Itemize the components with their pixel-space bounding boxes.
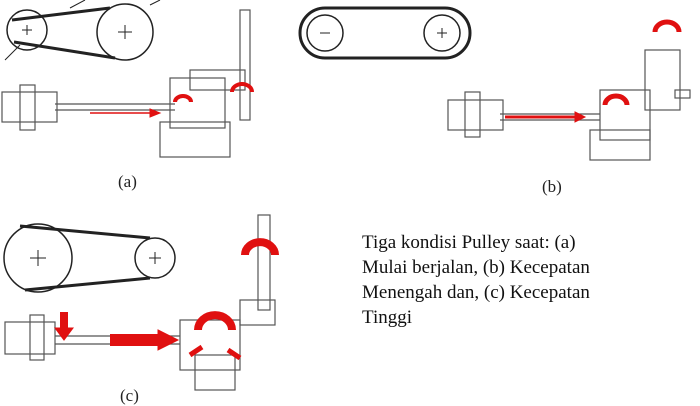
pulley-pair-c — [3, 223, 176, 293]
caption-line: Tiga kondisi Pulley saat: (a) — [362, 232, 576, 253]
label-a: (a) — [118, 172, 137, 191]
rotation-arrow-icon — [241, 238, 279, 256]
figure-caption: Tiga kondisi Pulley saat: (a) Mulai berj… — [362, 230, 590, 330]
caption-line: Menengah dan, (c) Kecepatan — [362, 282, 590, 303]
rotation-arrow-icon — [652, 19, 682, 33]
label-b: (b) — [542, 177, 562, 196]
pulley-pair-b — [298, 6, 472, 60]
rotation-arrow-icon — [173, 94, 193, 103]
caption-line: Mulai berjalan, (b) Kecepatan — [362, 257, 590, 278]
motion-arrows — [54, 19, 682, 361]
caption-line: Tinggi — [362, 307, 412, 328]
pulley-pair-a — [4, 0, 161, 61]
transmission-b — [447, 49, 691, 161]
rotation-arrow-icon — [230, 82, 254, 93]
label-c: (c) — [120, 386, 139, 405]
rotation-arrow-icon — [194, 311, 236, 331]
transmission-a — [1, 9, 251, 158]
rotation-arrow-icon — [602, 93, 630, 106]
transmission-c — [4, 214, 276, 391]
